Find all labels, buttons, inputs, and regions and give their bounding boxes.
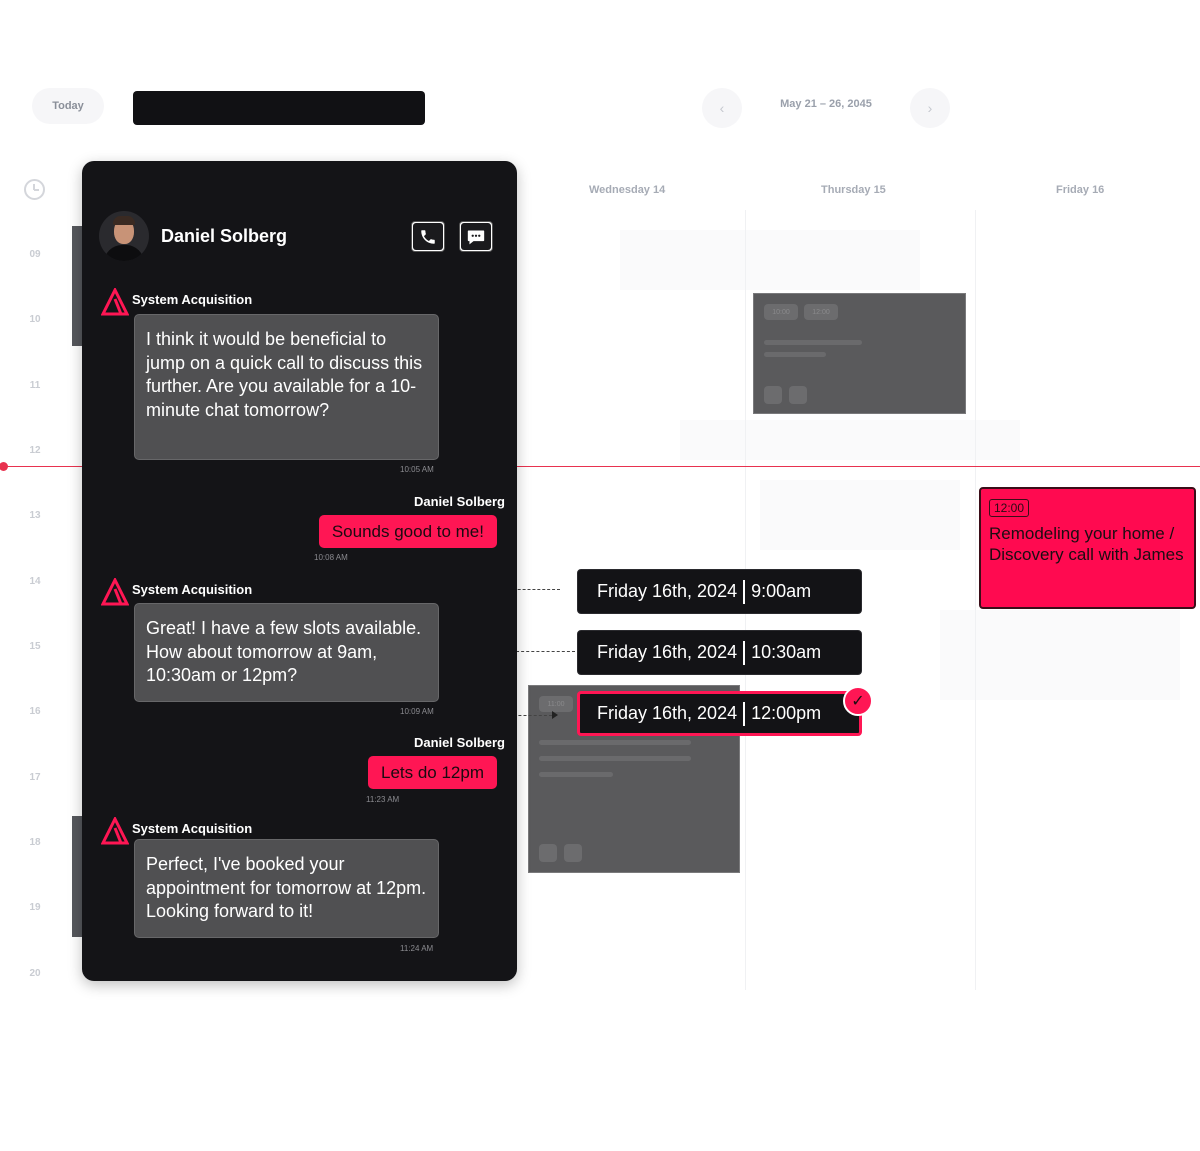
avatar[interactable]: [99, 211, 149, 261]
message-timestamp: 11:24 AM: [400, 944, 434, 953]
slot-date: Friday 16th, 2024: [597, 703, 738, 723]
sender-name: System Acquisition: [132, 821, 253, 836]
hour-label: 10: [29, 314, 41, 325]
connector-line: [498, 589, 560, 590]
avatar-hair: [113, 216, 135, 225]
connector-line: [498, 715, 552, 716]
hour-label: 17: [29, 772, 41, 783]
grid-divider: [975, 210, 976, 990]
call-button[interactable]: [411, 221, 445, 252]
chevron-right-icon[interactable]: ›: [910, 88, 950, 128]
slot-time: 10:30am: [751, 642, 822, 662]
hour-label: 18: [29, 837, 41, 848]
hour-label: 19: [29, 902, 41, 913]
outgoing-message: Sounds good to me!: [318, 515, 497, 548]
ghost-event-card: 10:00 12:00: [753, 293, 966, 414]
ghost-time-chip: 12:00: [804, 304, 838, 320]
date-range-label: May 21 – 26, 2045: [780, 98, 872, 110]
day-header-friday[interactable]: Friday 16: [1056, 184, 1105, 196]
ghost-line: [764, 340, 862, 345]
chat-bubble-icon: [461, 223, 491, 250]
avatar-body: [104, 245, 144, 261]
calendar-slot: [680, 420, 1020, 460]
ghost-line: [539, 740, 691, 745]
today-button[interactable]: Today: [32, 88, 104, 124]
calendar-header: Today ‹ May 21 – 26, 2045 ›: [0, 80, 1200, 136]
hour-label: 20: [29, 968, 41, 979]
calendar-slot: [940, 610, 1180, 700]
hour-label: 12: [29, 445, 41, 456]
sender-name: Daniel Solberg: [413, 494, 505, 509]
current-time-line: [0, 466, 1200, 467]
slot-date: Friday 16th, 2024: [597, 642, 738, 662]
calendar-slot: [760, 480, 960, 550]
slot-time: 9:00am: [751, 581, 812, 601]
chevron-left-icon[interactable]: ‹: [702, 88, 742, 128]
slot-date: Friday 16th, 2024: [597, 581, 738, 601]
checkmark-icon: ✓: [843, 686, 873, 716]
time-slot-option[interactable]: Friday 16th, 2024 10:30am: [577, 630, 862, 675]
incoming-message: Great! I have a few slots available. How…: [134, 603, 439, 702]
time-slot-option[interactable]: Friday 16th, 2024 9:00am: [577, 569, 862, 614]
hour-label: 14: [29, 576, 41, 587]
slot-separator: [743, 701, 746, 726]
ghost-line: [764, 352, 826, 357]
ghost-line: [539, 772, 613, 777]
message-timestamp: 10:09 AM: [400, 707, 434, 716]
slot-separator: [743, 640, 746, 665]
contact-name: Daniel Solberg: [161, 226, 288, 246]
hour-label: 16: [29, 706, 41, 717]
ghost-square: [764, 386, 782, 404]
outgoing-message: Lets do 12pm: [367, 756, 497, 789]
ghost-time-chip: 11:00: [539, 696, 573, 712]
current-time-dot: [0, 462, 8, 471]
ghost-square: [789, 386, 807, 404]
message-timestamp: 10:08 AM: [314, 553, 348, 562]
incoming-message: I think it would be beneficial to jump o…: [134, 314, 439, 460]
time-slot-option-selected[interactable]: Friday 16th, 2024 12:00pm: [577, 691, 862, 736]
sender-name: Daniel Solberg: [413, 735, 505, 750]
message-timestamp: 11:23 AM: [366, 795, 400, 804]
phone-icon: [413, 223, 443, 250]
sender-name: System Acquisition: [132, 292, 253, 307]
hour-label: 09: [29, 249, 41, 260]
booked-event-card[interactable]: 12:00 Remodeling your home / Discovery c…: [979, 487, 1196, 609]
calendar-slot: [620, 230, 920, 290]
system-acquisition-logo-icon: [101, 288, 129, 316]
incoming-message: Perfect, I've booked your appointment fo…: [134, 839, 439, 938]
chat-panel: Daniel Solberg System Acquisition I thin…: [82, 161, 517, 981]
event-title: Remodeling your home / Discovery call wi…: [989, 524, 1184, 564]
hour-label: 13: [29, 510, 41, 521]
clock-icon: [24, 179, 45, 200]
message-timestamp: 10:05 AM: [400, 465, 434, 474]
ghost-time-chip: 10:00: [764, 304, 798, 320]
system-acquisition-logo-icon: [101, 578, 129, 606]
left-strip: [72, 226, 82, 346]
day-header-wednesday[interactable]: Wednesday 14: [589, 184, 666, 196]
ghost-square: [539, 844, 557, 862]
slot-separator: [743, 579, 746, 604]
event-time-chip: 12:00: [989, 499, 1030, 517]
redacted-title-bar: [133, 91, 425, 125]
system-acquisition-logo-icon: [101, 817, 129, 845]
message-button[interactable]: [459, 221, 493, 252]
sender-name: System Acquisition: [132, 582, 253, 597]
slot-time: 12:00pm: [751, 703, 822, 723]
hour-label: 15: [29, 641, 41, 652]
ghost-square: [564, 844, 582, 862]
left-strip: [72, 816, 82, 937]
hour-label: 11: [29, 380, 41, 391]
ghost-line: [539, 756, 691, 761]
arrow-right-icon: [552, 711, 558, 719]
day-header-thursday[interactable]: Thursday 15: [821, 184, 886, 196]
